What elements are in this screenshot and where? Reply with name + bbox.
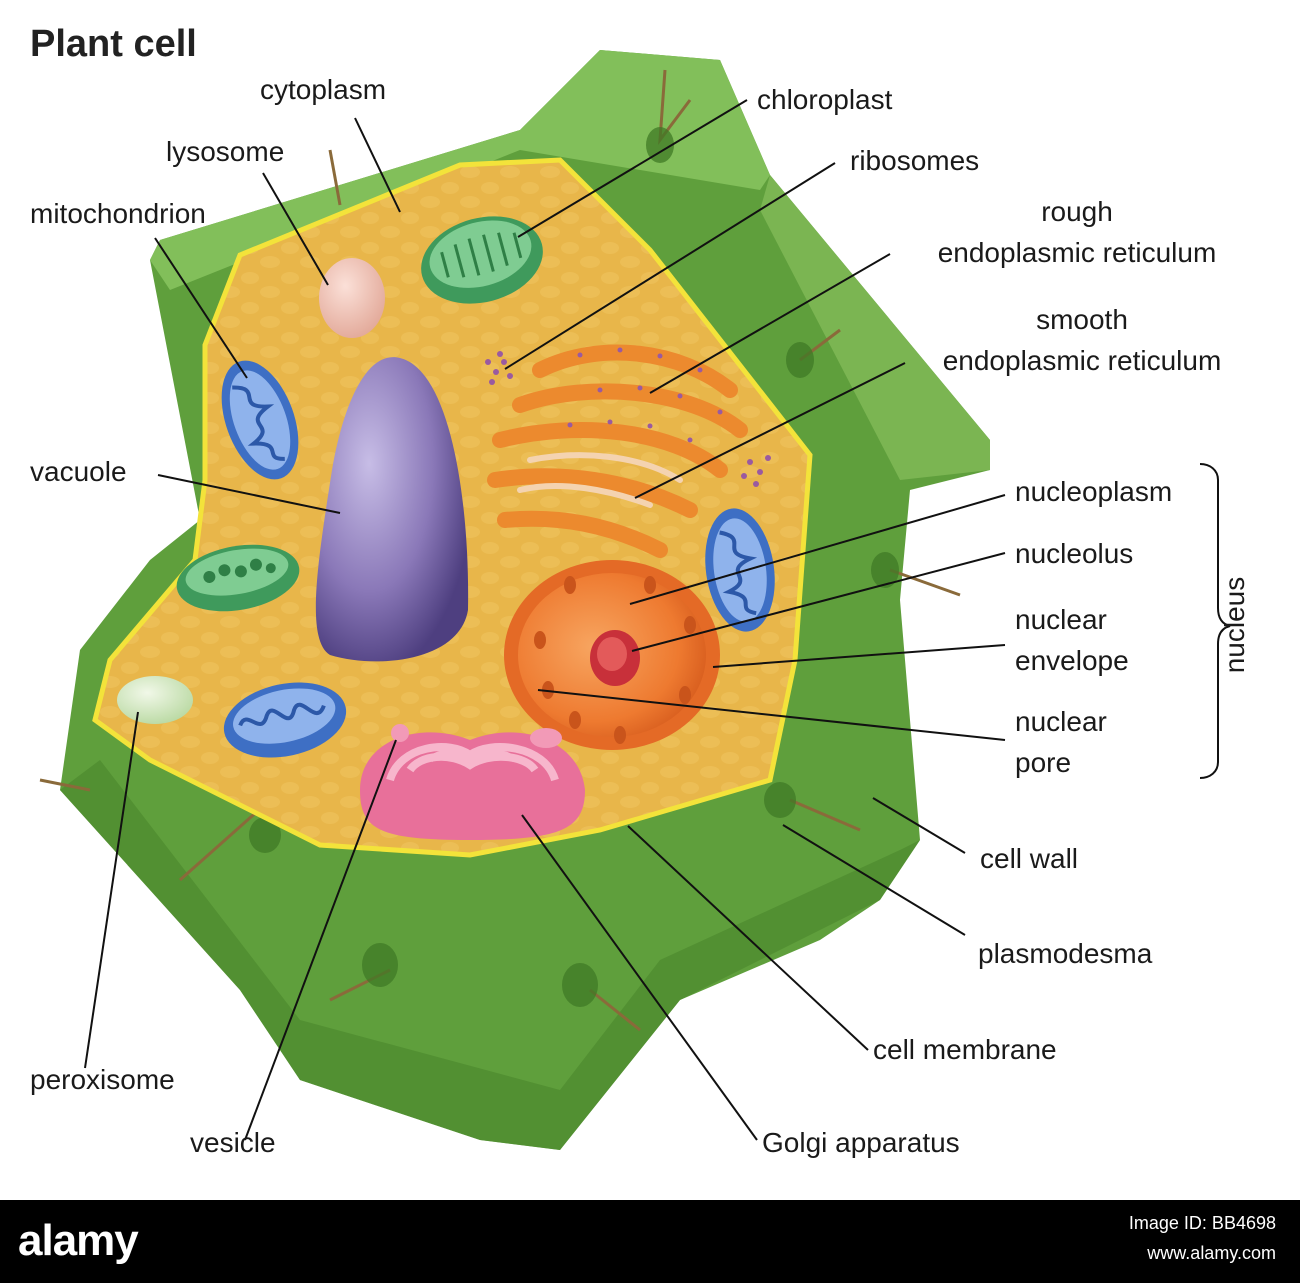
peroxisome-shape: [117, 676, 193, 724]
label-cell-membrane: cell membrane: [873, 1034, 1057, 1065]
nucleus-bracket: [1199, 463, 1231, 779]
label-nuclear-envelope-line1: nuclear: [1015, 604, 1107, 635]
lysosome-shape: [319, 258, 385, 338]
nucleolus-shape: [590, 630, 640, 686]
endoplasmic-reticulum-shape: [487, 344, 748, 558]
rough-er-ribosomes: [567, 347, 723, 443]
label-vesicle: vesicle: [190, 1127, 276, 1158]
label-vacuole: vacuole: [30, 456, 127, 487]
mitochondrion-shape-left: [221, 360, 299, 480]
label-smooth-er-line1: smooth: [1036, 304, 1128, 335]
ribosomes-dots: [485, 351, 771, 487]
label-rough-er-line1: rough: [1041, 196, 1113, 227]
plasmodesma-pits: [249, 127, 899, 1007]
leader-lines: [84, 99, 1006, 1141]
label-plasmodesma: plasmodesma: [978, 938, 1153, 969]
mitochondrion-shape-right: [705, 508, 775, 632]
label-nucleoplasm: nucleoplasm: [1015, 476, 1173, 507]
site-url: www.alamy.com: [1147, 1243, 1276, 1263]
label-cell-wall: cell wall: [980, 843, 1079, 874]
label-peroxisome: peroxisome: [30, 1064, 175, 1095]
label-cytoplasm: cytoplasm: [260, 74, 387, 105]
label-rough-er-line2: endoplasmic reticulum: [937, 237, 1217, 268]
label-nuclear-envelope-line2: envelope: [1015, 645, 1129, 676]
label-nuclear-pore-line1: nuclear: [1015, 706, 1107, 737]
diagram-title: Plant cell: [30, 23, 197, 65]
watermark-footer: alamy Image ID: BB4698 www.alamy.com: [0, 1200, 1300, 1283]
label-nucleus: nucleus: [1219, 576, 1250, 674]
image-id: Image ID: BB4698: [1128, 1213, 1276, 1233]
label-ribosomes: ribosomes: [850, 145, 980, 176]
image-info: Image ID: BB4698 www.alamy.com: [1129, 1208, 1276, 1268]
chloroplast-shape-left: [176, 544, 300, 612]
label-mitochondrion: mitochondrion: [30, 198, 206, 229]
label-nuclear-pore-line2: pore: [1015, 747, 1072, 778]
label-smooth-er-line2: endoplasmic reticulum: [942, 345, 1222, 376]
brand-logo: alamy: [18, 1216, 139, 1265]
mitochondrion-shape-bottom: [223, 682, 347, 758]
plant-cell-diagram: [39, 50, 1231, 1150]
label-nucleolus: nucleolus: [1015, 538, 1134, 569]
label-lysosome: lysosome: [166, 136, 285, 167]
vacuole-shape: [315, 357, 469, 662]
golgi-apparatus-shape: [360, 728, 585, 840]
label-chloroplast: chloroplast: [757, 84, 893, 115]
vesicle-shape: [391, 724, 409, 742]
chloroplast-shape-top: [421, 216, 543, 304]
label-golgi-apparatus: Golgi apparatus: [762, 1127, 960, 1158]
